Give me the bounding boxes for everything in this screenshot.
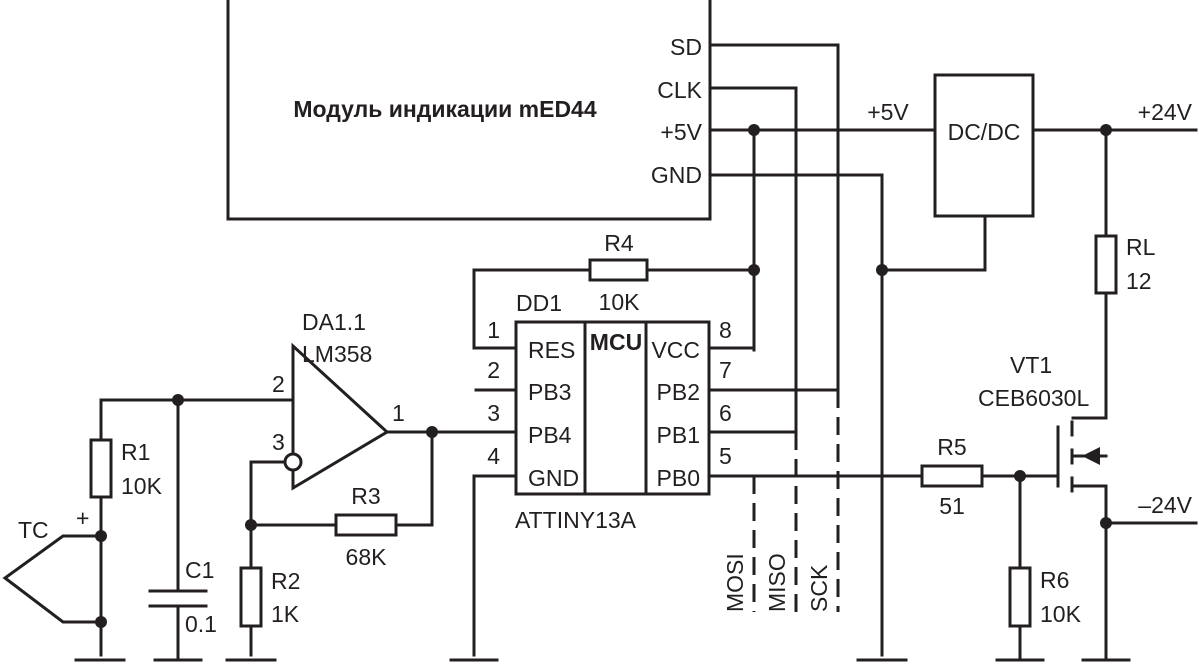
mcu-pin-num-8: 8 [719, 317, 732, 343]
capacitor-c1 [148, 589, 208, 608]
mcu-pin-num-6: 6 [719, 400, 732, 426]
tc-ref: TC [18, 517, 49, 543]
mcu-pin-num-3: 3 [487, 400, 500, 426]
mcu-dd1: MCU DD1 ATTINY13A RES PB3 PB4 GND VCC PB… [487, 290, 732, 533]
mcu-pin-name-pb2: PB2 [657, 379, 700, 405]
r2-ref: R2 [271, 568, 300, 594]
resistor-r4: R4 10K [588, 230, 649, 315]
opamp-da1: DA1.1 LM358 2 3 1 R3 68K R2 1K [239, 309, 434, 657]
mcu-ref: DD1 [516, 290, 562, 316]
mcu-pin-num-2: 2 [487, 357, 500, 383]
resistor-r2 [239, 566, 263, 628]
opamp-pin-1: 1 [392, 400, 405, 426]
vt1-ref: VT1 [1010, 352, 1052, 378]
opamp-pin-2: 2 [272, 371, 285, 397]
mcu-pin-name-pb3: PB3 [528, 379, 571, 405]
resistor-rl [1094, 234, 1118, 295]
tc-plus: + [76, 505, 89, 531]
mcu-pin-wires [430, 268, 924, 657]
mcu-pin-name-vcc: VCC [651, 337, 700, 363]
gate-network: R5 51 R6 10K [920, 434, 1082, 659]
module-title: Модуль индикации mED44 [293, 96, 596, 122]
isp-mosi-label: MOSI [722, 553, 748, 612]
thermocouple-tc [2, 534, 103, 657]
dcdc-input-label: +5V [867, 99, 909, 125]
isp-sck-label: SCK [806, 564, 832, 612]
junction-dots [95, 124, 1112, 628]
isp-connector: MOSI MISO SCK [722, 390, 840, 612]
resistor-r5 [920, 464, 984, 488]
mcu-pin-num-1: 1 [487, 317, 500, 343]
r3-value: 68K [346, 544, 388, 570]
mcu-pin-name-gnd: GND [528, 465, 579, 491]
supply-24v-label: +24V [1138, 99, 1193, 125]
c1-ref: C1 [185, 557, 214, 583]
r3-ref: R3 [351, 483, 380, 509]
pin-label-clk: CLK [657, 77, 702, 103]
load-stage: RL 12 VT1 CEB6030L –24V [978, 128, 1198, 659]
mcu-part: ATTINY13A [515, 507, 637, 533]
mcu-pin-name-pb1: PB1 [657, 422, 700, 448]
r5-ref: R5 [937, 434, 966, 460]
r1-value: 10K [121, 473, 163, 499]
pin-label-5v: +5V [660, 119, 702, 145]
mcu-pin-num-4: 4 [487, 443, 500, 469]
mosfet-vt1 [1056, 420, 1108, 659]
display-module: Модуль индикации mED44 SD CLK +5V GND [226, 0, 712, 221]
vt1-part: CEB6030L [978, 385, 1089, 411]
opamp-pin-3: 3 [272, 429, 285, 455]
opamp-ref: DA1.1 [302, 309, 366, 335]
module-bus-wires [708, 43, 937, 657]
resistor-r3 [334, 513, 398, 537]
pin-label-gnd: GND [651, 162, 702, 188]
mcu-pin-name-pb4: PB4 [528, 422, 572, 448]
r6-ref: R6 [1040, 567, 1069, 593]
pin-label-sd: SD [670, 34, 702, 60]
r1-ref: R1 [121, 439, 150, 465]
mcu-pin-num-7: 7 [719, 357, 732, 383]
mcu-core-label: MCU [590, 329, 642, 355]
r4-ref: R4 [604, 230, 634, 256]
isp-miso-label: MISO [764, 553, 790, 612]
dcdc-label: DC/DC [948, 119, 1021, 145]
r4-value: 10K [599, 289, 641, 315]
r2-value: 1K [271, 601, 300, 627]
mcu-pin-num-5: 5 [719, 443, 732, 469]
mcu-pin-name-pb0: PB0 [657, 465, 700, 491]
dcdc-converter: DC/DC +5V +24V [867, 73, 1198, 272]
r6-value: 10K [1040, 601, 1082, 627]
supply-neg24v-label: –24V [1138, 492, 1192, 518]
resistor-r6 [1008, 566, 1032, 628]
mcu-pin-name-res: RES [528, 337, 575, 363]
rl-ref: RL [1126, 234, 1156, 260]
r5-value: 51 [939, 493, 965, 519]
opamp-part: LM358 [302, 341, 372, 367]
resistor-r1 [89, 438, 113, 499]
c1-value: 0.1 [185, 611, 217, 637]
rl-value: 12 [1126, 268, 1152, 294]
